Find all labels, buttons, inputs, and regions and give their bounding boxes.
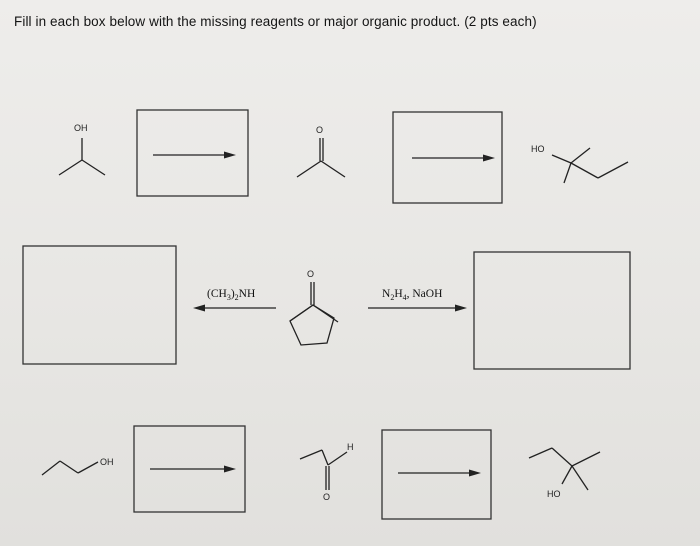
- carbonyl-o-label-1: O: [316, 125, 323, 135]
- cyclopentyl-ketone-structure: [289, 282, 339, 346]
- reagent-hydrazine-naoh: N2H4, NaOH: [382, 288, 442, 302]
- reaction-arrow-right: [368, 304, 467, 312]
- isobutyraldehyde-structure: [299, 449, 348, 490]
- carbonyl-o-label-3: O: [323, 492, 330, 502]
- product-alcohol-structure: [528, 447, 601, 491]
- reaction-arrow-2: [412, 154, 495, 162]
- isopropanol-structure: [58, 138, 106, 176]
- reaction-arrow-left: [193, 304, 276, 312]
- propanol-structure: [41, 460, 99, 476]
- answer-box-3[interactable]: [22, 245, 177, 365]
- reagent-dimethylamine: (CH3)2NH: [207, 288, 255, 302]
- answer-box-6[interactable]: [381, 429, 492, 520]
- aldehyde-h-label: H: [347, 442, 354, 452]
- acetone-structure: [296, 138, 346, 178]
- reaction-arrow-1: [153, 151, 236, 159]
- carbonyl-o-label-2: O: [307, 269, 314, 279]
- answer-box-2[interactable]: [392, 111, 503, 204]
- oh-label-3: OH: [100, 457, 114, 467]
- answer-box-5[interactable]: [133, 425, 246, 513]
- reaction-arrow-6: [398, 469, 481, 477]
- answer-box-1[interactable]: [136, 109, 249, 197]
- reaction-arrow-5: [150, 465, 236, 473]
- oh-label-1: OH: [74, 123, 88, 133]
- ho-label-1: HO: [531, 144, 545, 154]
- tertiary-alcohol-structure: [551, 147, 629, 184]
- instructions-text: Fill in each box below with the missing …: [14, 14, 537, 29]
- answer-box-4[interactable]: [473, 251, 631, 370]
- ho-label-3: HO: [547, 489, 561, 499]
